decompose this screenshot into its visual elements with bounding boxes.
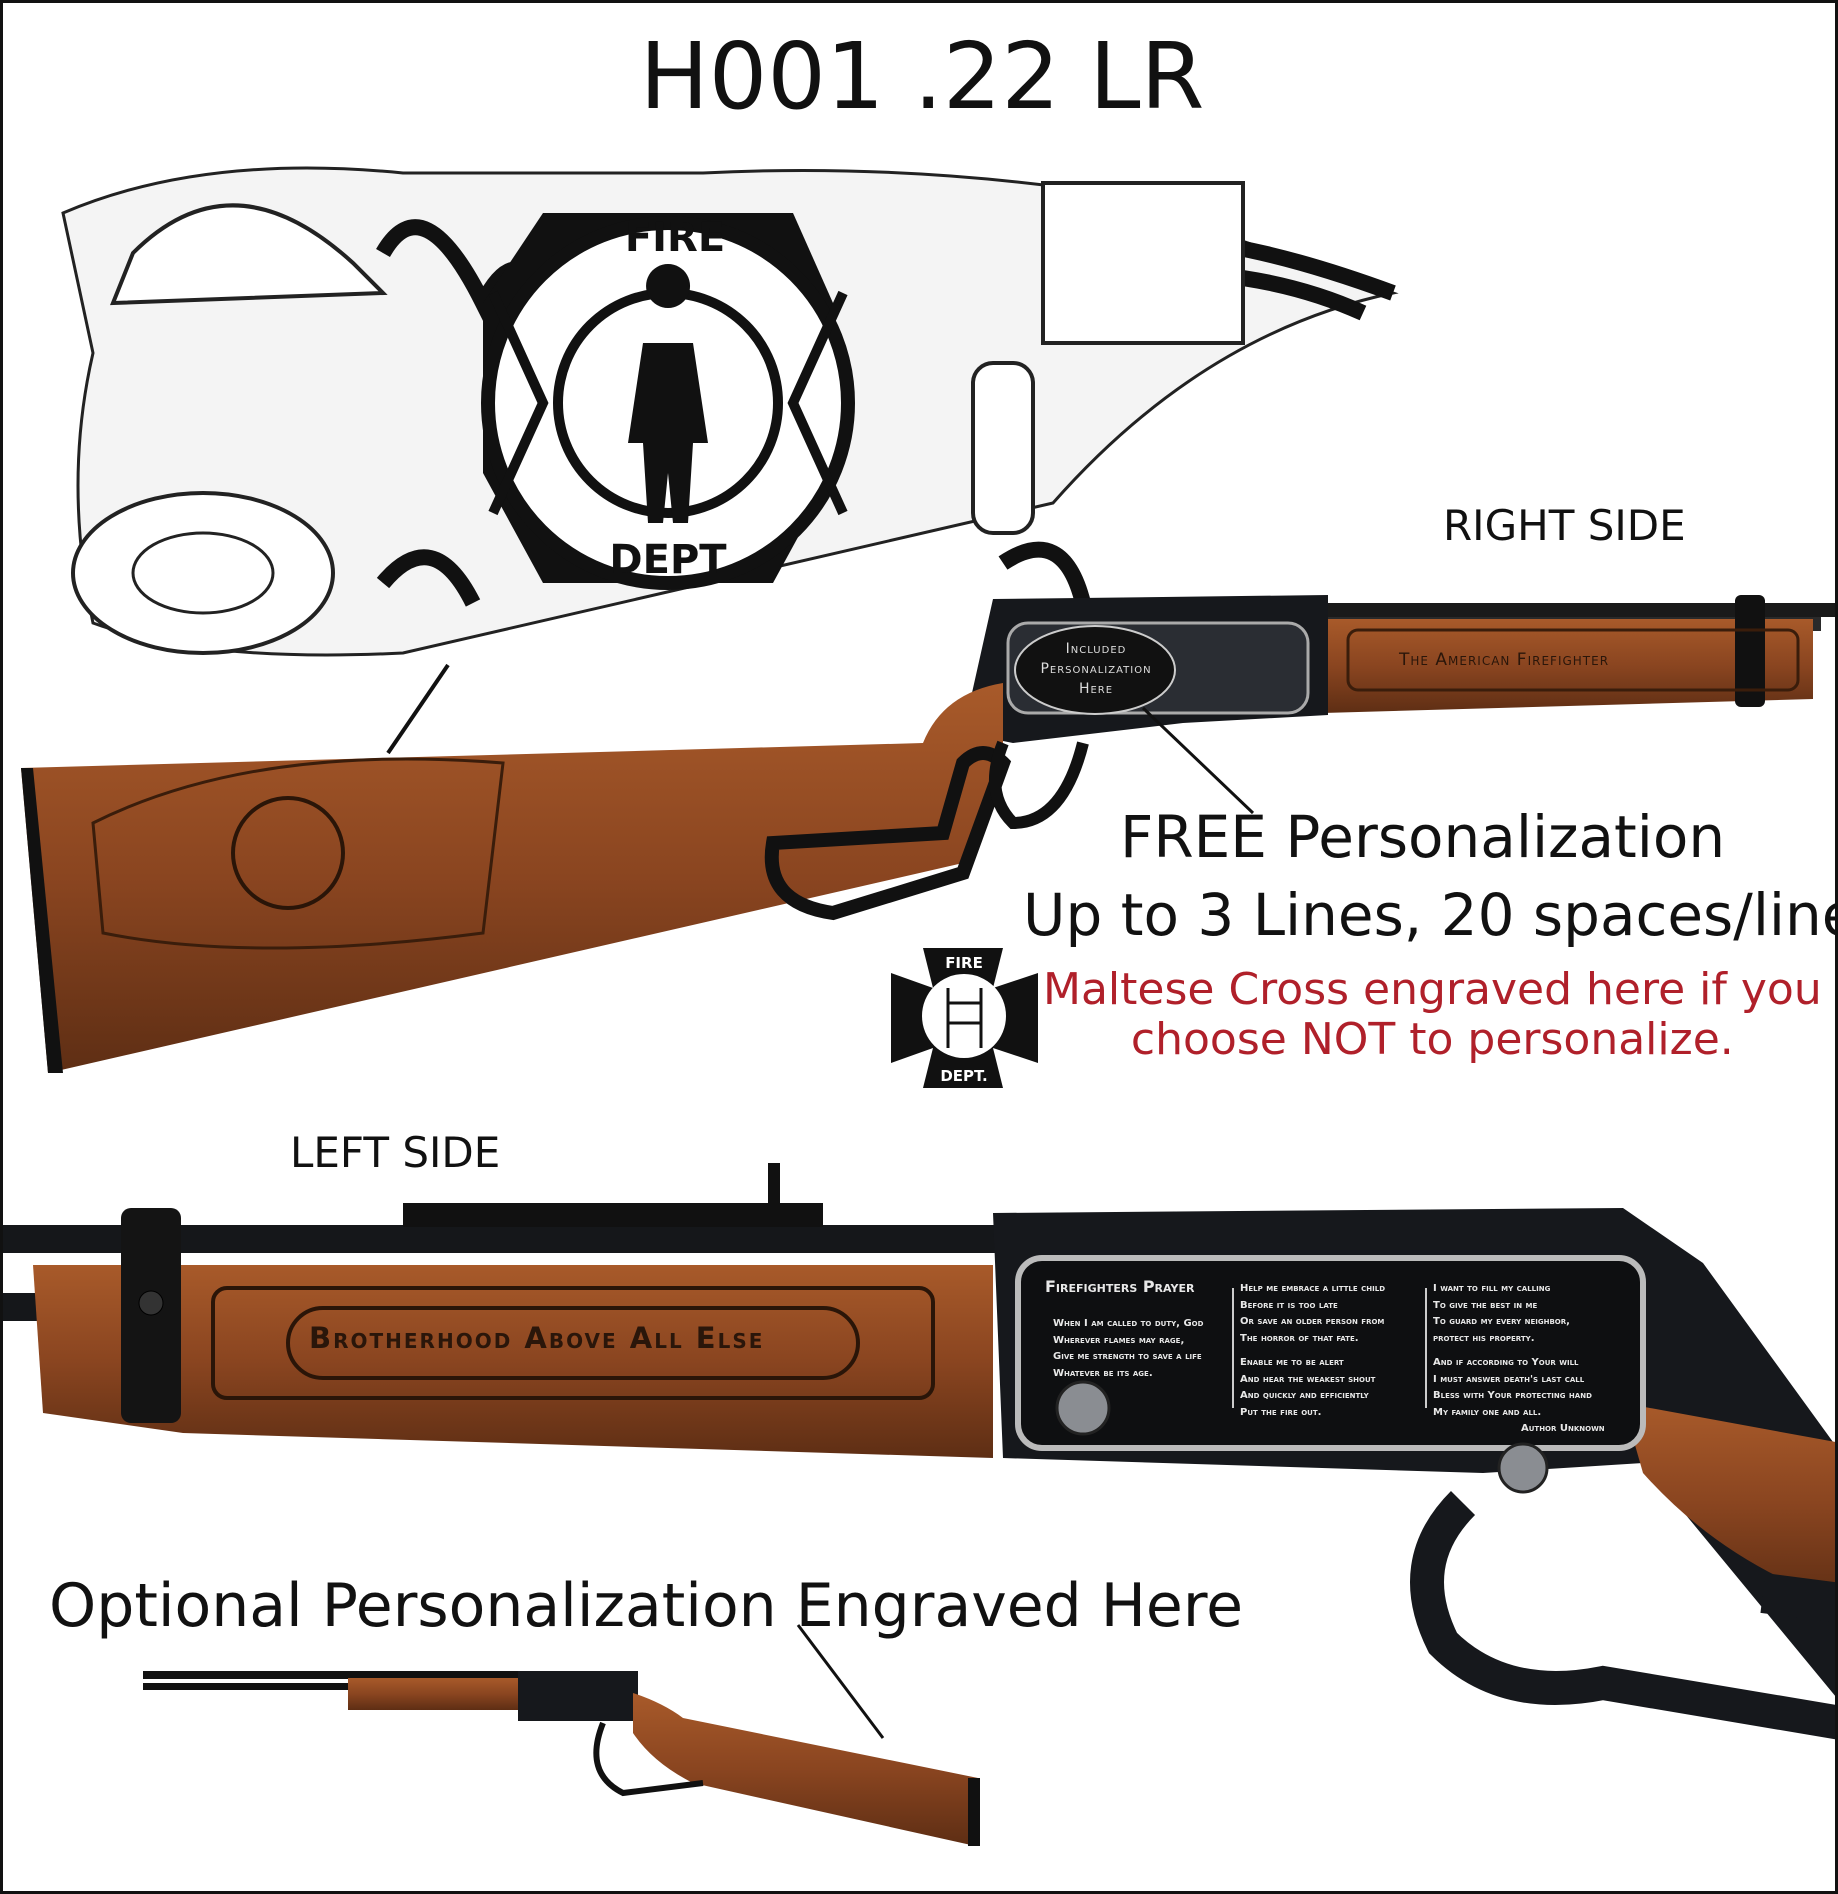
prayer-line: protect his property. bbox=[1433, 1332, 1535, 1344]
lines-spec: Up to 3 Lines, 20 spaces/line bbox=[1023, 881, 1838, 949]
pointer-line bbox=[796, 1624, 885, 1739]
prayer-line bbox=[1433, 1347, 1592, 1355]
prayer-line: The horror of that fate. bbox=[1240, 1332, 1359, 1344]
prayer-line: And if according to Your will bbox=[1433, 1357, 1579, 1368]
prayer-author: Author Unknown bbox=[1521, 1423, 1605, 1434]
firefighter-illustration bbox=[61, 166, 1399, 657]
prayer-column-3: I want to fill my calling To give the bes… bbox=[1433, 1281, 1592, 1421]
prayer-line: Put the fire out. bbox=[1240, 1406, 1322, 1418]
maltese-cross-icon bbox=[891, 948, 1038, 1088]
free-personalization-heading: FREE Personalization bbox=[1120, 803, 1726, 871]
product-title: H001 .22 LR bbox=[639, 23, 1205, 130]
right-side-label: RIGHT SIDE bbox=[1443, 501, 1686, 550]
maltese-fire-text: FIRE bbox=[945, 954, 983, 972]
prayer-line: I want to fill my calling bbox=[1433, 1283, 1551, 1294]
left-side-label: LEFT SIDE bbox=[290, 1128, 501, 1177]
rifle-right-side bbox=[21, 595, 1835, 1073]
prayer-line: To guard my every neighbor, bbox=[1433, 1316, 1570, 1327]
engraving-line: Here bbox=[1078, 681, 1114, 697]
forend-right-engraving: The American Firefighter bbox=[1399, 650, 1610, 670]
forend-left-engraving: Brotherhood Above All Else bbox=[309, 1321, 765, 1355]
prayer-line: To give the best in me bbox=[1433, 1299, 1538, 1311]
prayer-line: Help me embrace a little child bbox=[1240, 1283, 1386, 1294]
rifle-left-side bbox=[3, 1163, 1835, 1740]
prayer-line: Or save an older person from bbox=[1240, 1316, 1385, 1327]
prayer-line: Enable me to be alert bbox=[1240, 1357, 1344, 1368]
artwork: FIRE DEPT FIRE DEPT. bbox=[3, 166, 1835, 1846]
prayer-title: Firefighters Prayer bbox=[1045, 1277, 1195, 1296]
prayer-line: When I am called to duty, God bbox=[1053, 1318, 1204, 1329]
prayer-line: Give me strength to save a life bbox=[1053, 1351, 1202, 1362]
emblem-fire-text: FIRE bbox=[625, 215, 725, 261]
prayer-line: Wherever flames may rage, bbox=[1053, 1334, 1185, 1346]
emblem-dept-text: DEPT bbox=[609, 537, 727, 583]
prayer-line: Bless with Your protecting hand bbox=[1433, 1390, 1592, 1401]
prayer-line: Whatever be its age. bbox=[1053, 1367, 1153, 1379]
maltese-note-line-1: Maltese Cross engraved here if you bbox=[1043, 964, 1822, 1015]
prayer-line: And hear the weakest shout bbox=[1240, 1373, 1376, 1385]
pointer-line bbox=[1141, 706, 1255, 815]
optional-personalization-label: Optional Personalization Engraved Here bbox=[49, 1571, 1244, 1641]
maltese-note: Maltese Cross engraved here if you choos… bbox=[1043, 965, 1822, 1065]
prayer-line: I must answer death's last call bbox=[1433, 1373, 1585, 1385]
engraving-line: Personalization bbox=[1040, 661, 1152, 677]
rifle-full-view bbox=[143, 1671, 980, 1846]
prayer-line: And quickly and efficiently bbox=[1240, 1390, 1369, 1401]
prayer-line: Before it is too late bbox=[1240, 1299, 1338, 1311]
pointer-line bbox=[386, 663, 450, 755]
prayer-line: My family one and all. bbox=[1433, 1406, 1542, 1418]
receiver-personalization-engraving: Included Personalization Here bbox=[1021, 639, 1171, 699]
engraving-line: Included bbox=[1065, 641, 1127, 657]
prayer-line bbox=[1240, 1347, 1385, 1355]
maltese-dept-text: DEPT. bbox=[940, 1067, 987, 1085]
maltese-note-line-2: choose NOT to personalize. bbox=[1130, 1014, 1734, 1065]
